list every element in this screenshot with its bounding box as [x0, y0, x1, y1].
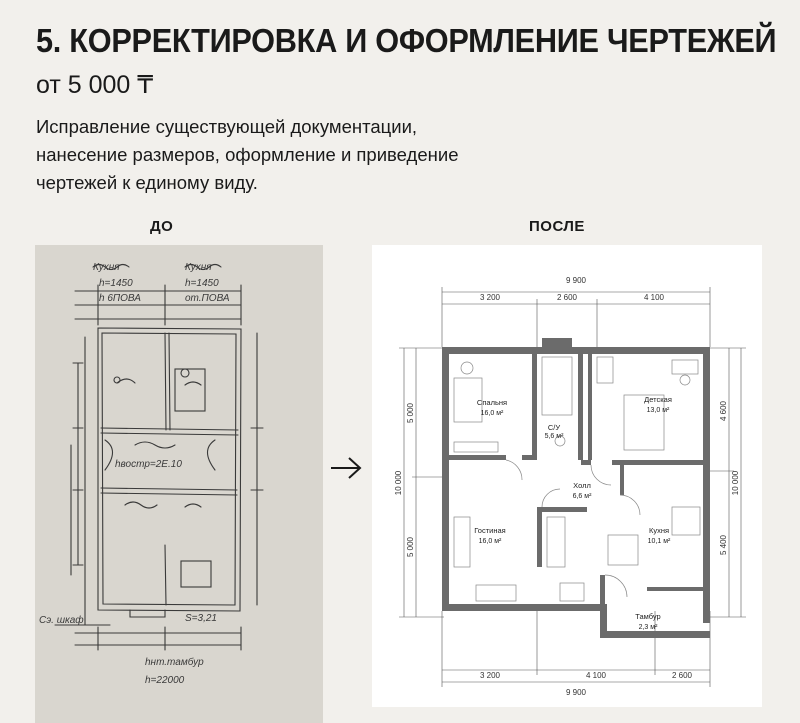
sketch-note: Кухня — [185, 262, 212, 273]
room-area: 6,6 м² — [573, 493, 592, 500]
sketch-note: S=3,21 — [185, 613, 217, 624]
dim-right-part: 4 600 — [719, 400, 728, 421]
dim-top-part: 4 100 — [644, 293, 665, 302]
dim-left-total: 10 000 — [394, 470, 403, 495]
dim-bottom-total: 9 900 — [566, 688, 587, 697]
room-name: Гостиная — [474, 526, 505, 535]
hand-sketch-image: Кухня Кухня h=1450 h=1450 h 6ПОВА от.ПОВ… — [35, 245, 323, 723]
room-name: Холл — [573, 481, 591, 490]
dim-bottom-part: 3 200 — [480, 671, 501, 680]
hand-sketch-drawing: Кухня Кухня h=1450 h=1450 h 6ПОВА от.ПОВ… — [39, 262, 264, 686]
sketch-note: h=22000 — [145, 675, 185, 686]
description-line: чертежей к единому виду. — [36, 172, 258, 193]
room-area: 2,3 м² — [639, 624, 658, 631]
arrow-right-icon — [331, 457, 362, 479]
sketch-note: Кухня — [93, 262, 120, 273]
dim-bottom-part: 4 100 — [586, 671, 607, 680]
plan-walls — [442, 338, 710, 638]
dim-top-total: 9 900 — [566, 276, 587, 285]
dim-bottom-part: 2 600 — [672, 671, 693, 680]
sketch-inner-wall — [101, 332, 237, 606]
dim-right-total: 10 000 — [731, 470, 740, 495]
sketch-outer-wall — [97, 327, 242, 612]
after-label: ПОСЛЕ — [529, 218, 585, 235]
dim-right-part: 5 400 — [719, 534, 728, 555]
description-line: Исправление существующей документации, — [36, 116, 418, 137]
sketch-note: hнт.тамбур — [145, 656, 204, 668]
room-area: 5,6 м² — [545, 433, 564, 440]
room-name: Детская — [644, 395, 672, 404]
price-label: от 5 000 ₸ — [36, 71, 154, 99]
plan-fixtures — [453, 356, 701, 602]
room-name: Кухня — [649, 526, 669, 535]
room-area: 16,0 м² — [479, 538, 502, 545]
dim-top-part: 2 600 — [557, 293, 578, 302]
page-title: 5. КОРРЕКТИРОВКА И ОФОРМЛЕНИЕ ЧЕРТЕЖЕЙ — [36, 22, 777, 59]
sketch-note: от.ПОВА — [185, 293, 230, 304]
room-name: Спальня — [477, 398, 507, 407]
room-labels: Спальня 16,0 м² Детская 13,0 м² С/У 5,6 … — [474, 395, 672, 631]
dim-top-part: 3 200 — [480, 293, 501, 302]
clean-floor-plan: 9 900 3 200 2 600 4 100 3 200 4 100 2 60… — [372, 245, 762, 707]
sketch-note: h=1450 — [99, 278, 133, 289]
sketch-note: h=1450 — [185, 278, 219, 289]
room-area: 16,0 м² — [481, 410, 504, 417]
before-label: ДО — [150, 218, 174, 235]
service-description: Исправление существующей документации, н… — [36, 113, 516, 197]
dim-left-part: 5 000 — [406, 536, 415, 557]
room-name: С/У — [548, 423, 561, 432]
sketch-note: Сэ. шкаф — [39, 614, 84, 626]
room-area: 10,1 м² — [648, 538, 671, 545]
room-name: Тамбур — [635, 612, 660, 621]
floor-plan-drawing: 9 900 3 200 2 600 4 100 3 200 4 100 2 60… — [394, 276, 746, 697]
description-line: нанесение размеров, оформление и приведе… — [36, 144, 459, 165]
room-area: 13,0 м² — [647, 407, 670, 414]
dim-left-part: 5 000 — [406, 402, 415, 423]
sketch-note: h 6ПОВА — [99, 293, 141, 304]
sketch-note: hвостр=2Е.10 — [115, 459, 182, 470]
dimension-lines — [399, 287, 746, 687]
